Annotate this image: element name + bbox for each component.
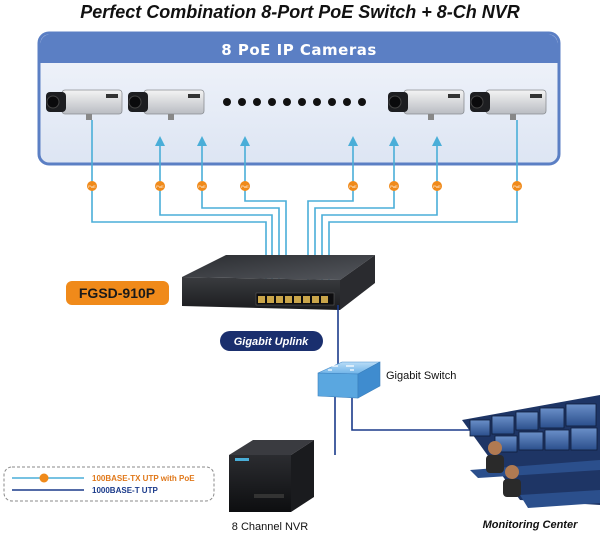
- poe-arrowheads: [155, 136, 442, 146]
- ip-camera-2-icon: [128, 89, 205, 120]
- uplink-label: Gigabit Uplink: [234, 336, 309, 348]
- ip-camera-1-icon: [46, 89, 123, 120]
- poe-badge-text: PoE: [433, 184, 441, 189]
- poe-switch-icon: [182, 255, 375, 310]
- poe-badge-text: PoE: [513, 184, 521, 189]
- legend-uplink-label: 1000BASE-T UTP: [92, 486, 158, 495]
- poe-badge-text: PoE: [198, 184, 206, 189]
- gigabit-switch-label: Gigabit Switch: [386, 370, 456, 382]
- switch-model-badge: [66, 281, 169, 305]
- ip-camera-3-icon: [388, 89, 465, 120]
- uplink-badge: [220, 331, 323, 351]
- nvr-label: 8 Channel NVR: [232, 521, 308, 533]
- switch-model-label: FGSD-910P: [79, 285, 155, 301]
- uplink-cabling: [334, 305, 470, 455]
- camera-panel: [37, 31, 561, 166]
- nvr-icon: [229, 440, 314, 512]
- gigabit-switch-icon: [317, 361, 381, 399]
- poe-badge-text: PoE: [349, 184, 357, 189]
- ip-camera-4-icon: [470, 89, 547, 120]
- cameras-banner: 8 PoE IP Cameras: [221, 41, 377, 59]
- page-title: Perfect Combination 8-Port PoE Switch + …: [80, 2, 520, 22]
- poe-badge-text: PoE: [241, 184, 249, 189]
- poe-badge-text: PoE: [88, 184, 96, 189]
- poe-badge-text: PoE: [156, 184, 164, 189]
- poe-badge-text: PoE: [390, 184, 398, 189]
- monitoring-center-icon: [462, 395, 600, 508]
- more-cameras-ellipsis: [223, 98, 366, 106]
- poe-badges: PoE PoE PoE PoE PoE PoE PoE PoE: [87, 181, 522, 191]
- cable-legend: [3, 466, 215, 502]
- legend-poe-label: 100BASE-TX UTP with PoE: [92, 474, 195, 483]
- monitoring-center-label: Monitoring Center: [483, 519, 578, 531]
